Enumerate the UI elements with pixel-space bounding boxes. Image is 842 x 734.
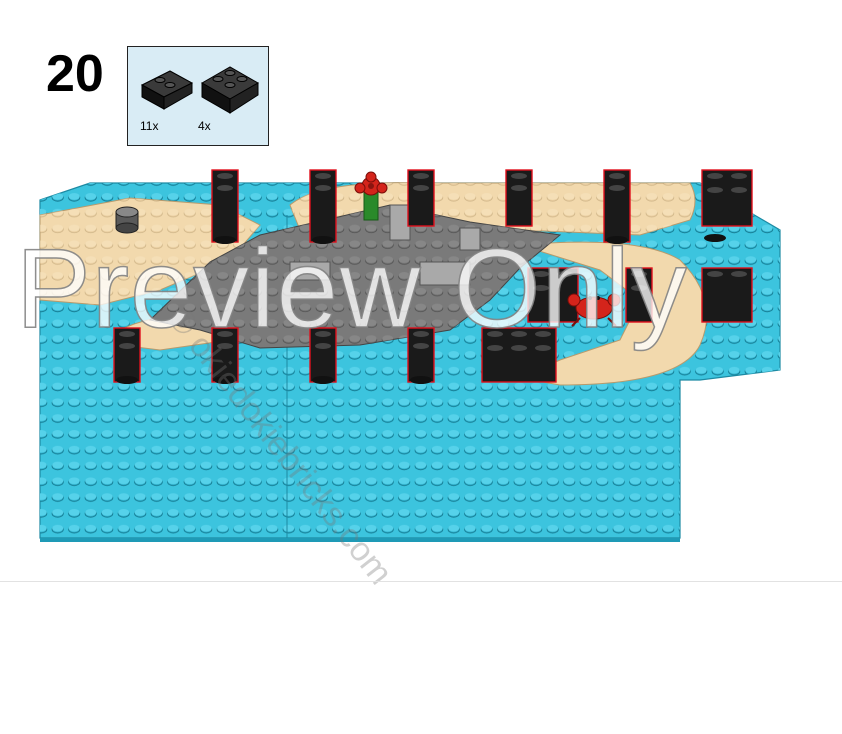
red-crab	[567, 293, 621, 327]
black-posts-top	[211, 169, 753, 244]
gray-rock-area	[148, 204, 562, 349]
red-flower	[354, 171, 388, 221]
gray-round-stack	[115, 206, 139, 234]
black-slope-brick-2x2-icon	[140, 70, 194, 110]
black-corner-slope-brick-icon	[200, 66, 260, 114]
parts-list-box: 11x 4x	[127, 46, 269, 146]
black-posts-bottom	[113, 327, 557, 384]
black-posts-middle	[527, 267, 753, 323]
step-number: 20	[46, 45, 104, 103]
part-count-slope: 11x	[140, 119, 159, 133]
part-count-corner-slope: 4x	[198, 119, 211, 133]
build-illustration	[39, 169, 781, 542]
page-divider	[0, 581, 842, 582]
